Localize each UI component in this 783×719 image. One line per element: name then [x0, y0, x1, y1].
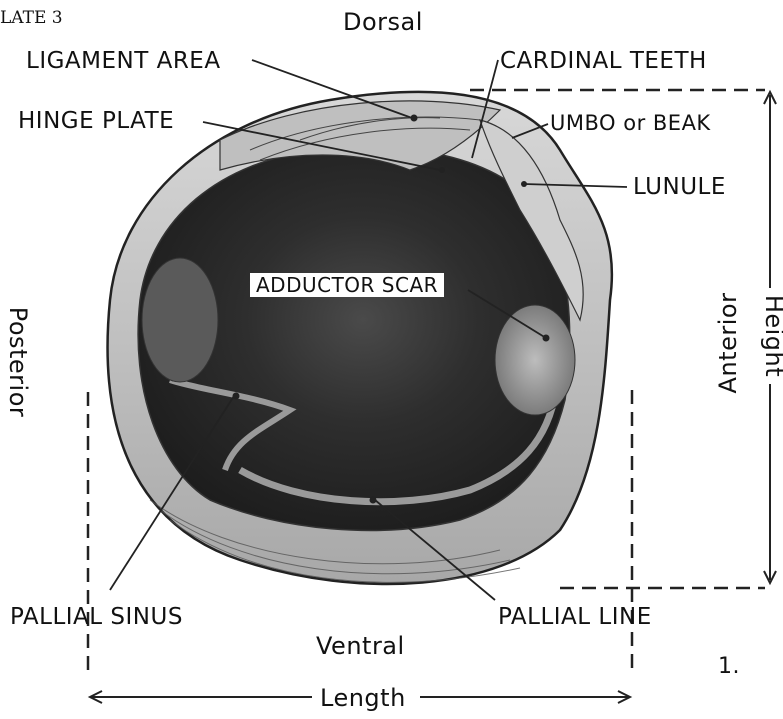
lunule-label: LUNULE [633, 176, 726, 199]
dorsal-label: Dorsal [343, 10, 423, 34]
cardinal-teeth-label: CARDINAL TEETH [500, 50, 707, 73]
pallial-line-label: PALLIAL LINE [498, 606, 652, 629]
ventral-label: Ventral [316, 634, 405, 658]
adductor-scar-shape [495, 305, 575, 415]
pallial-sinus-label: PALLIAL SINUS [10, 606, 183, 629]
height-label: Height [762, 288, 783, 384]
ligament-area-label: LIGAMENT AREA [26, 50, 221, 73]
posterior-adductor-region [142, 258, 218, 382]
plate-label: LATE 3 [0, 10, 63, 27]
hinge-plate-label: HINGE PLATE [18, 110, 174, 133]
adductor-scar-label: ADDUCTOR SCAR [250, 273, 444, 297]
posterior-label: Posterior [6, 300, 30, 424]
umbo-label: UMBO or BEAK [550, 113, 711, 134]
anterior-label: Anterior [716, 283, 740, 403]
figure-number: 1. [718, 656, 740, 678]
length-label: Length [320, 686, 406, 710]
